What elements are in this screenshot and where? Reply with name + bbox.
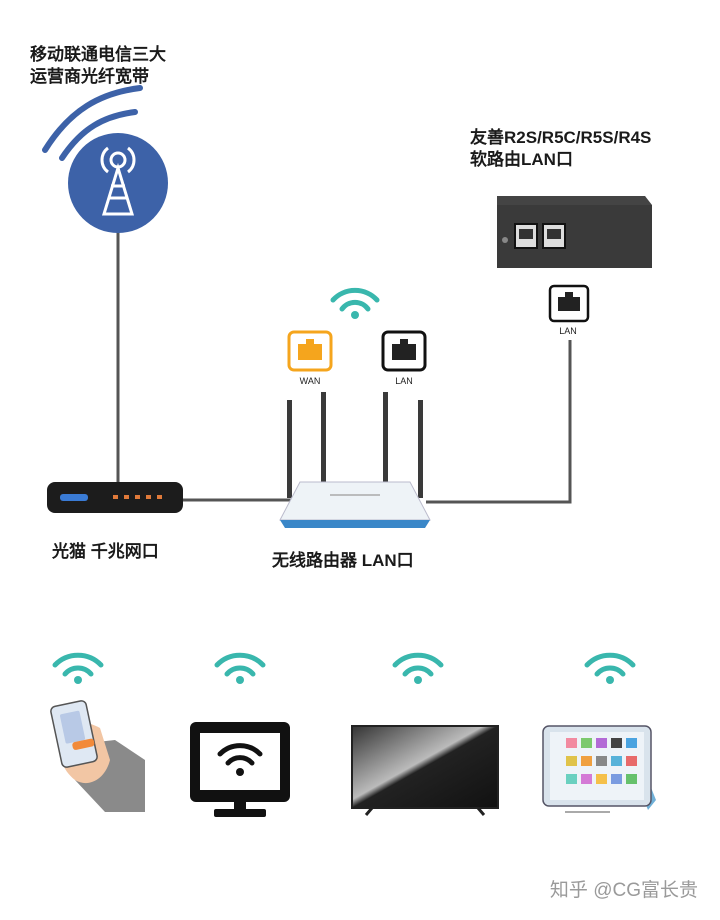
desktop-monitor-icon xyxy=(190,722,290,817)
soft-router-lan-port-icon xyxy=(548,284,590,323)
modem-device xyxy=(47,482,183,513)
tv-wifi-icon xyxy=(392,652,444,684)
wireless-router-device xyxy=(279,392,431,528)
isp-label: 移动联通电信三大 运营商光纤宽带 xyxy=(30,44,166,88)
tablet-icon xyxy=(542,725,656,813)
router-label: 无线路由器 LAN口 xyxy=(272,551,414,570)
tablet-wifi-icon xyxy=(584,652,636,684)
connection-lines xyxy=(116,225,572,504)
lan-port-label: LAN xyxy=(395,376,413,386)
router-to-soft-router-line xyxy=(426,340,572,504)
soft-router-device xyxy=(497,196,652,268)
watermark: 知乎 @CG富长贵 xyxy=(549,880,698,901)
soft-router-label: 友善R2S/R5C/R5S/R4S 软路由LAN口 xyxy=(470,127,651,171)
soft-router-label-line1: 友善R2S/R5C/R5S/R4S xyxy=(470,128,652,147)
wan-port-icon xyxy=(287,330,333,372)
wan-port-label: WAN xyxy=(299,376,321,386)
soft-router-port-label: LAN xyxy=(559,326,577,336)
isp-label-line2: 运营商光纤宽带 xyxy=(30,67,149,86)
isp-label-line1: 移动联通电信三大 xyxy=(30,45,166,64)
tv-icon xyxy=(351,725,499,816)
lan-port-icon xyxy=(381,330,427,372)
phone-wifi-icon xyxy=(52,652,104,684)
isp-tower-icon xyxy=(42,85,168,233)
modem-label: 光猫 千兆网口 xyxy=(52,542,159,561)
soft-router-label-line2: 软路由LAN口 xyxy=(470,150,573,169)
pc-wifi-icon xyxy=(214,652,266,684)
router-wifi-icon xyxy=(330,287,380,319)
phone-in-hand-icon xyxy=(50,700,145,812)
